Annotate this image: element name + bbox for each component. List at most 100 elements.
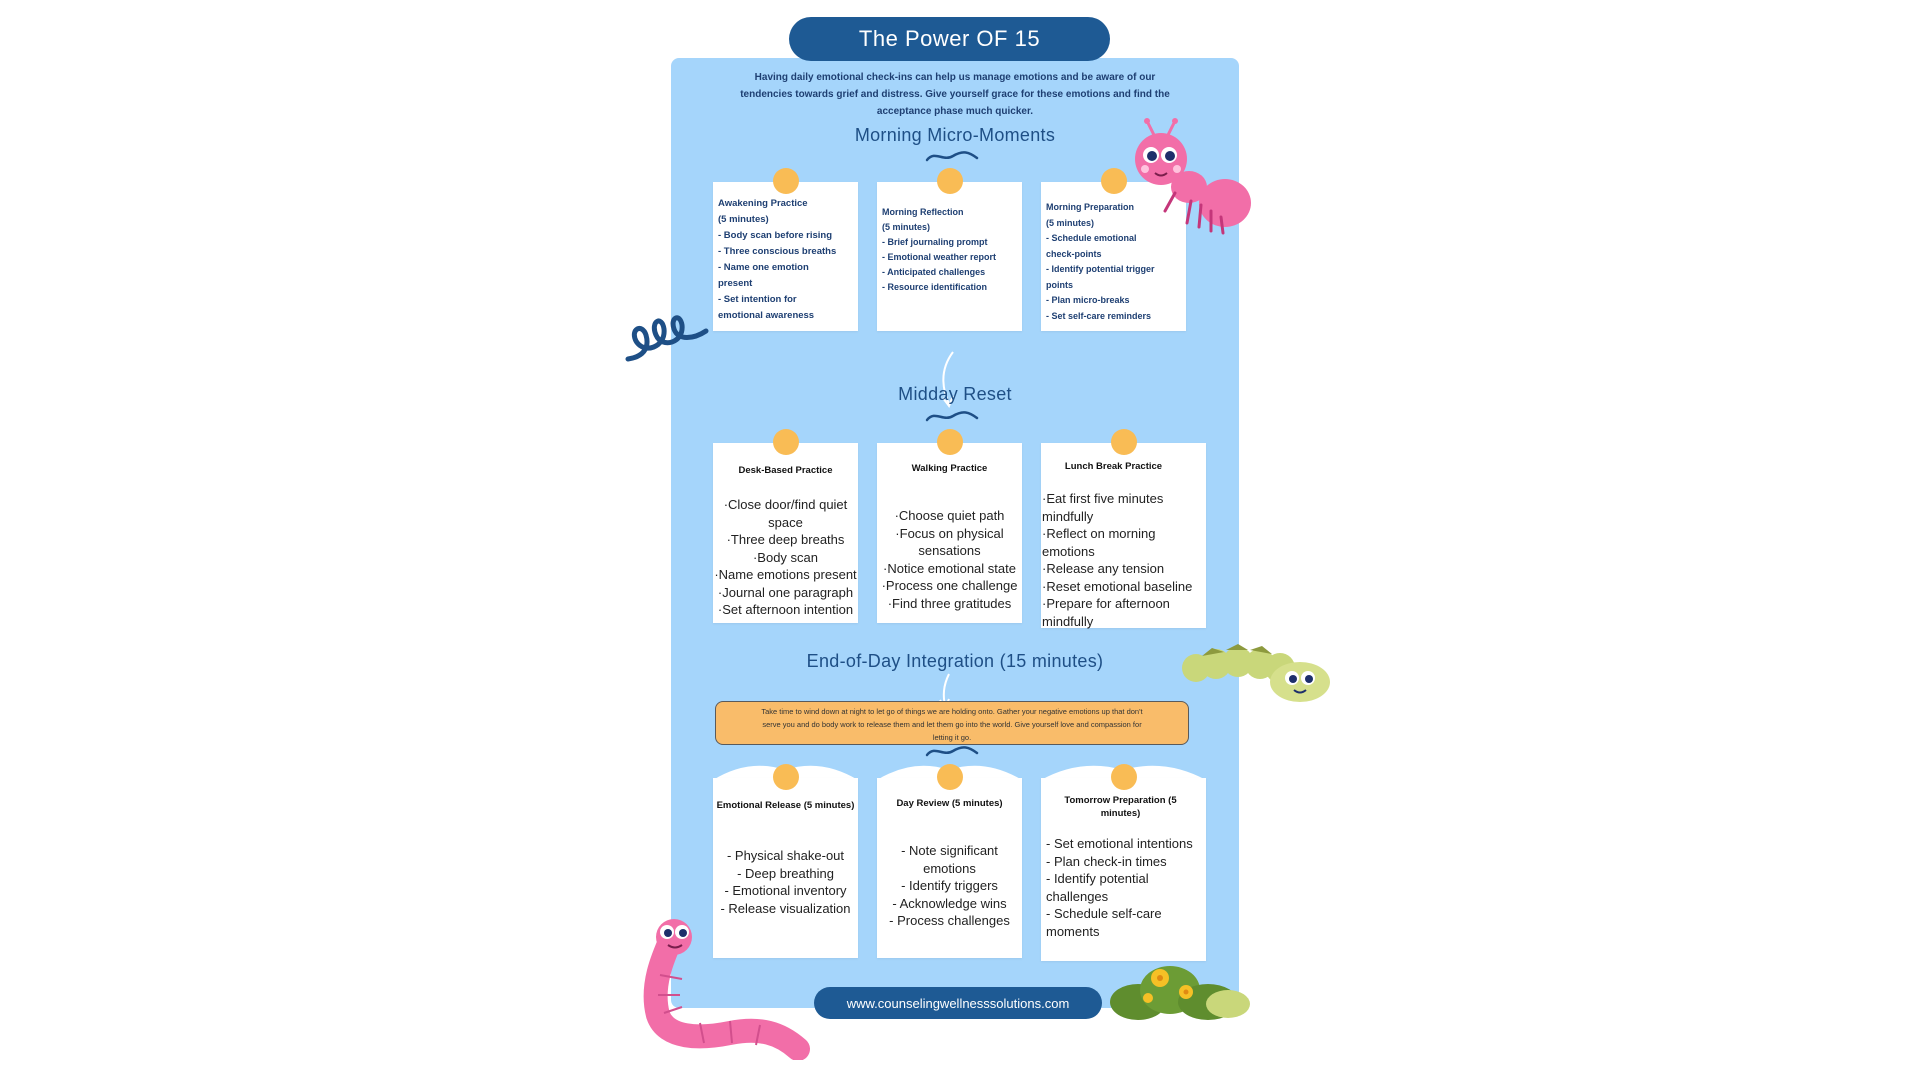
pin-icon xyxy=(936,168,963,194)
list-item: - Process challenges xyxy=(889,913,1010,928)
bush-icon xyxy=(1110,966,1250,1020)
pin-icon xyxy=(1110,429,1137,455)
card-line: (5 minutes) xyxy=(718,214,769,225)
card-morning-preparation: Morning Preparation (5 minutes) - Schedu… xyxy=(1041,168,1186,331)
pin-icon xyxy=(1110,764,1137,790)
list-item: ·Close door/find quiet xyxy=(723,497,848,512)
card-list: ·Eat first five minutes mindfully ·Refle… xyxy=(1042,490,1206,630)
list-item: - Deep breathing xyxy=(737,865,834,881)
card-line: - Plan micro-breaks xyxy=(1046,295,1130,305)
card-line: - Body scan before rising xyxy=(718,230,833,241)
list-item: - Release visualization xyxy=(720,900,851,916)
list-item: sensations xyxy=(918,543,981,558)
section-title-midday: Midday Reset xyxy=(898,384,1012,404)
list-item: emotions xyxy=(1042,543,1095,559)
card-line: emotional awareness xyxy=(718,310,815,321)
card-line: - Resource identification xyxy=(882,282,988,292)
list-item: mindfully xyxy=(1042,508,1094,524)
card-list: - Note significant emotions - Identify t… xyxy=(877,842,1022,930)
squiggle-icon xyxy=(925,411,979,422)
card-walking-practice: Walking Practice ·Choose quiet path ·Foc… xyxy=(877,429,1022,623)
card-title: Desk-Based Practice xyxy=(738,465,833,476)
intro-line: tendencies towards grief and distress. G… xyxy=(740,89,1170,100)
arrow-icon xyxy=(942,351,954,409)
card-title: Lunch Break Practice xyxy=(1064,461,1163,472)
list-item: - Set emotional intentions xyxy=(1046,836,1193,851)
list-item: ·Release any tension xyxy=(1042,561,1165,576)
card-line: - Emotional weather report xyxy=(882,252,997,262)
card-emotional-release: Emotional Release (5 minutes) - Physical… xyxy=(713,764,858,958)
card-title: Day Review (5 minutes) xyxy=(896,798,1003,809)
section-title-morning: Morning Micro-Moments xyxy=(854,125,1056,145)
website-url: www.counselingwellnesssolutions.com xyxy=(814,987,1102,1019)
card-desk-based-practice: Desk-Based Practice ·Close door/find qui… xyxy=(713,429,858,623)
squiggle-icon xyxy=(925,746,979,757)
pin-icon xyxy=(772,429,799,455)
note-line: serve you and do body work to release th… xyxy=(762,720,1142,729)
card-awakening-practice: Awakening Practice (5 minutes) - Body sc… xyxy=(713,168,858,331)
list-item: ·Three deep breaths xyxy=(726,532,845,547)
card-line: (5 minutes) xyxy=(882,222,931,232)
list-item: ·Prepare for afternoon xyxy=(1042,596,1170,611)
list-item: ·Journal one paragraph xyxy=(717,584,854,600)
card-list: ·Choose quiet path ·Focus on physical se… xyxy=(873,507,1026,612)
card-list: - Physical shake-out - Deep breathing - … xyxy=(713,847,858,917)
pin-icon xyxy=(936,764,963,790)
card-line: points xyxy=(1046,279,1073,290)
card-line: - Schedule emotional xyxy=(1046,233,1137,243)
list-item: - Physical shake-out xyxy=(726,848,845,863)
list-item: ·Choose quiet path xyxy=(894,508,1005,523)
page-title: The Power OF 15 xyxy=(789,17,1110,61)
card-line: check-points xyxy=(1046,248,1102,259)
list-item: - Emotional inventory xyxy=(724,883,847,898)
list-item: - Identify potential xyxy=(1046,871,1149,886)
card-line: Awakening Practice xyxy=(718,198,808,209)
pin-icon xyxy=(1100,168,1127,194)
list-item: ·Process one challenge xyxy=(881,578,1018,593)
card-line: - Name one emotion xyxy=(718,262,809,273)
list-item: challenges xyxy=(1046,888,1109,904)
ant-icon xyxy=(1135,118,1251,235)
list-item: ·Notice emotional state xyxy=(883,560,1016,576)
note-line: Take time to wind down at night to let g… xyxy=(761,707,1143,716)
card-line: - Set intention for xyxy=(718,294,797,305)
card-list: ·Close door/find quiet space ·Three deep… xyxy=(709,496,862,619)
squiggle-icon xyxy=(925,151,979,162)
intro-line: Having daily emotional check-ins can hel… xyxy=(754,72,1156,83)
intro-line: acceptance phase much quicker. xyxy=(876,106,1034,117)
list-item: ·Reflect on morning xyxy=(1042,526,1156,541)
list-item: mindfully xyxy=(1042,613,1094,629)
list-item: ·Eat first five minutes xyxy=(1042,491,1164,506)
worm-icon xyxy=(643,919,810,1060)
card-line: Morning Preparation xyxy=(1046,202,1135,212)
card-title: Walking Practice xyxy=(911,463,988,474)
card-title: Tomorrow Preparation (5 minutes) xyxy=(1041,794,1200,820)
list-item: moments xyxy=(1046,923,1100,939)
card-line: - Brief journaling prompt xyxy=(882,237,988,247)
list-item: space xyxy=(768,514,803,530)
card-title-line: minutes) xyxy=(1100,808,1141,819)
card-line: - Anticipated challenges xyxy=(882,267,986,277)
pin-icon xyxy=(772,764,799,790)
card-line: Morning Reflection xyxy=(882,207,964,217)
list-item: ·Reset emotional baseline xyxy=(1042,578,1193,594)
card-line: (5 minutes) xyxy=(1046,217,1095,228)
card-morning-reflection: Morning Reflection (5 minutes) - Brief j… xyxy=(877,168,1022,331)
intro-text: Having daily emotional check-ins can hel… xyxy=(700,69,1210,120)
list-item: - Schedule self-care xyxy=(1046,906,1162,921)
note-line: letting it go. xyxy=(932,733,972,742)
list-item: ·Find three gratitudes xyxy=(887,595,1012,611)
card-line: - Three conscious breaths xyxy=(718,246,837,257)
list-item: ·Focus on physical xyxy=(895,525,1004,541)
pin-icon xyxy=(936,429,963,455)
list-item: - Identify triggers xyxy=(901,878,998,893)
list-item: - Acknowledge wins xyxy=(892,895,1007,911)
list-item: ·Name emotions present xyxy=(714,567,857,582)
list-item: - Note significant xyxy=(901,843,998,858)
card-title: Emotional Release (5 minutes) xyxy=(716,800,855,811)
list-item: emotions xyxy=(923,860,976,876)
card-tomorrow-preparation: Tomorrow Preparation (5 minutes) - Set e… xyxy=(1041,764,1206,961)
swirl-icon xyxy=(625,315,709,362)
card-day-review: Day Review (5 minutes) - Note significan… xyxy=(877,764,1022,958)
list-item: ·Body scan xyxy=(752,549,819,565)
